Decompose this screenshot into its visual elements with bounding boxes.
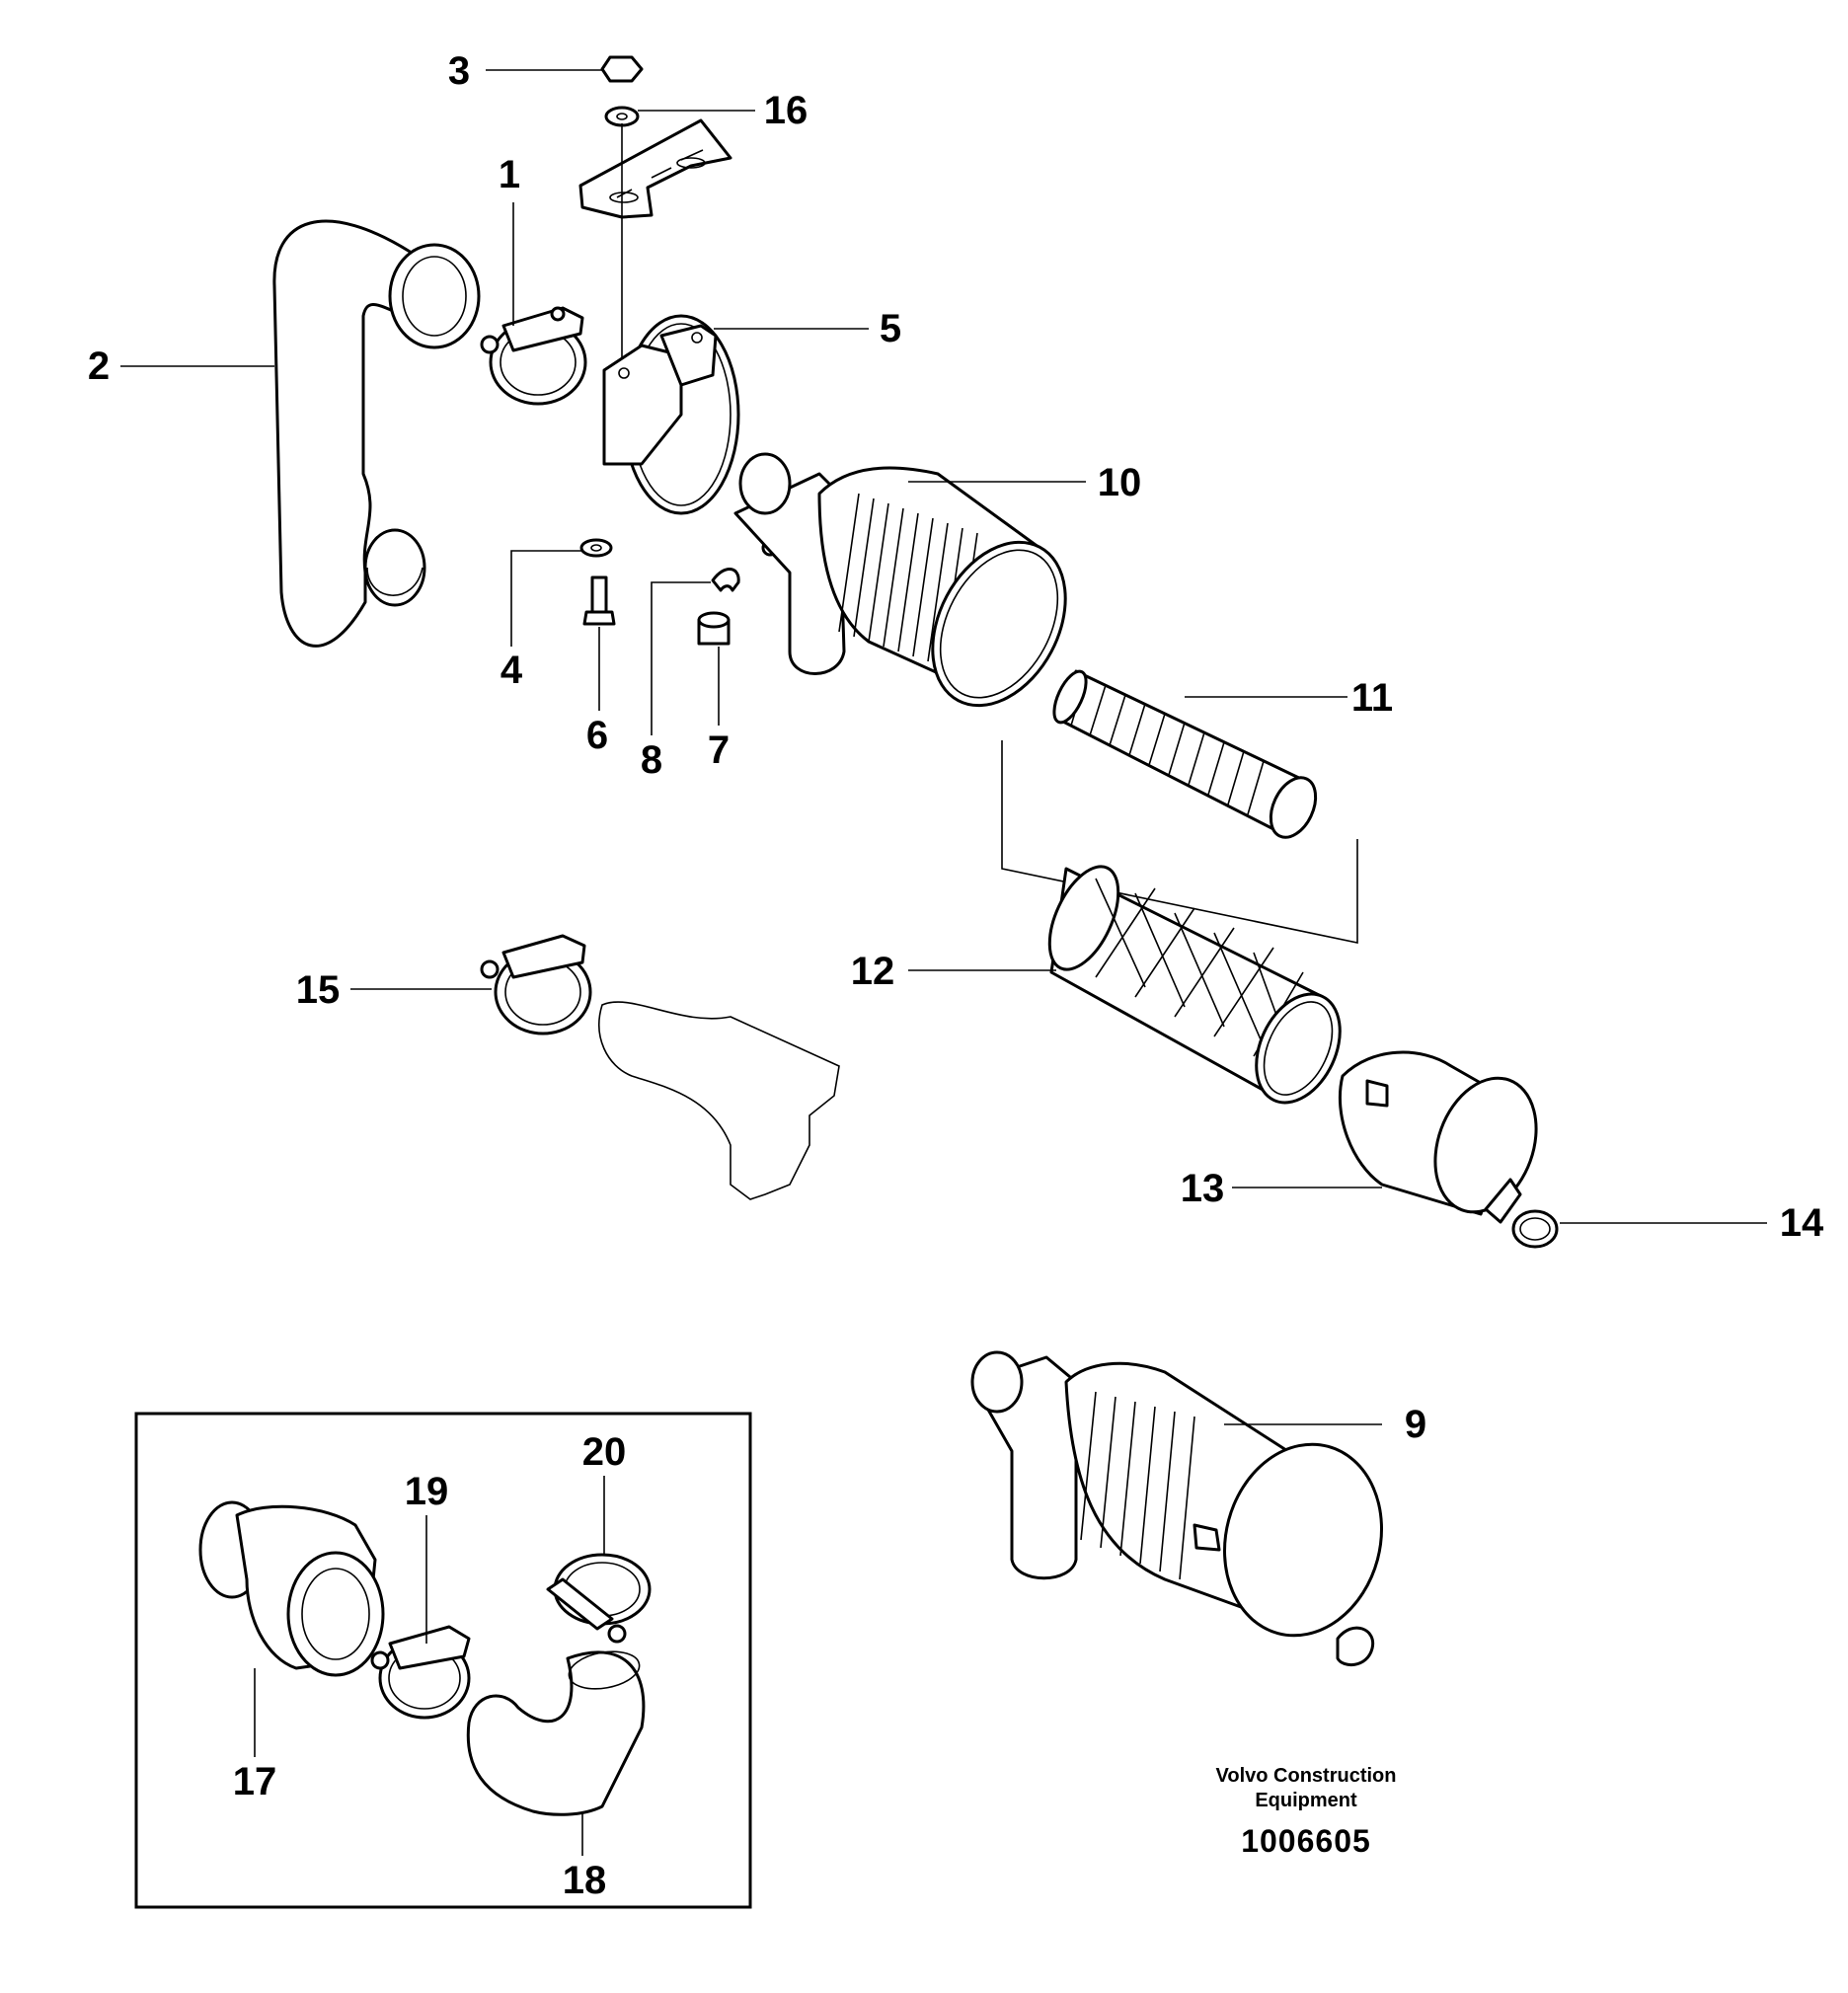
label-5: 5 [880,307,901,350]
part-19-hose-clamp [370,1625,471,1720]
inset-frame [134,1412,752,1909]
part-1-hose-clamp [480,306,587,406]
label-11: 11 [1351,676,1393,720]
label-17: 17 [233,1760,277,1803]
label-8: 8 [641,738,662,782]
part-12-outer-filter [1047,865,1342,1105]
label-3: 3 [448,49,470,93]
outer-filter-mesh [1095,878,1304,1062]
label-15: 15 [296,968,341,1012]
part-11-inner-filter [1052,669,1318,839]
part-13-end-cover [1338,1050,1538,1224]
kit-grouping-bracket [1001,740,1358,944]
part-18-elbow-hose [466,1650,646,1816]
label-14: 14 [1780,1201,1824,1245]
part-20-hose-clamp [546,1553,652,1644]
connecting-duct-outline [598,1001,840,1200]
label-19: 19 [405,1470,449,1513]
label-1: 1 [499,153,520,196]
part-2-intake-hose [272,219,481,648]
part-16-washer [604,106,640,127]
label-13: 13 [1181,1167,1225,1210]
label-2: 2 [88,345,110,388]
part-15-hose-clamp [480,934,592,1035]
label-4: 4 [500,649,523,692]
part-10-air-cleaner-housing [733,452,1067,708]
label-7: 7 [708,728,730,772]
caption-company-line2: Equipment [1255,1790,1357,1811]
label-9: 9 [1405,1403,1426,1446]
part-7-cap [697,611,731,646]
label-10: 10 [1098,461,1142,504]
part-5-mounting-band [602,314,740,515]
drawing-number: 1006605 [1241,1823,1371,1859]
assembly-ribs [1080,1391,1195,1580]
leader-lines [120,69,1767,1856]
part-6-bolt [582,575,616,626]
part-9-air-cleaner-assembly [970,1350,1383,1667]
caption-block: Volvo Construction Equipment 1006605 [1216,1765,1397,1859]
part-4-washer [579,538,613,558]
label-20: 20 [582,1430,627,1474]
label-6: 6 [586,714,608,757]
part-14-valve [1511,1209,1559,1249]
caption-company: Volvo Construction [1216,1765,1397,1787]
part-16-bracket [578,118,732,219]
label-16: 16 [764,89,808,132]
part-3-nut [600,55,644,83]
label-18: 18 [563,1859,607,1902]
label-12: 12 [851,950,895,993]
part-17-precleaner [198,1500,385,1677]
part-number-labels: 1 2 3 4 5 6 7 8 9 10 11 12 13 14 15 16 1… [88,49,1824,1902]
